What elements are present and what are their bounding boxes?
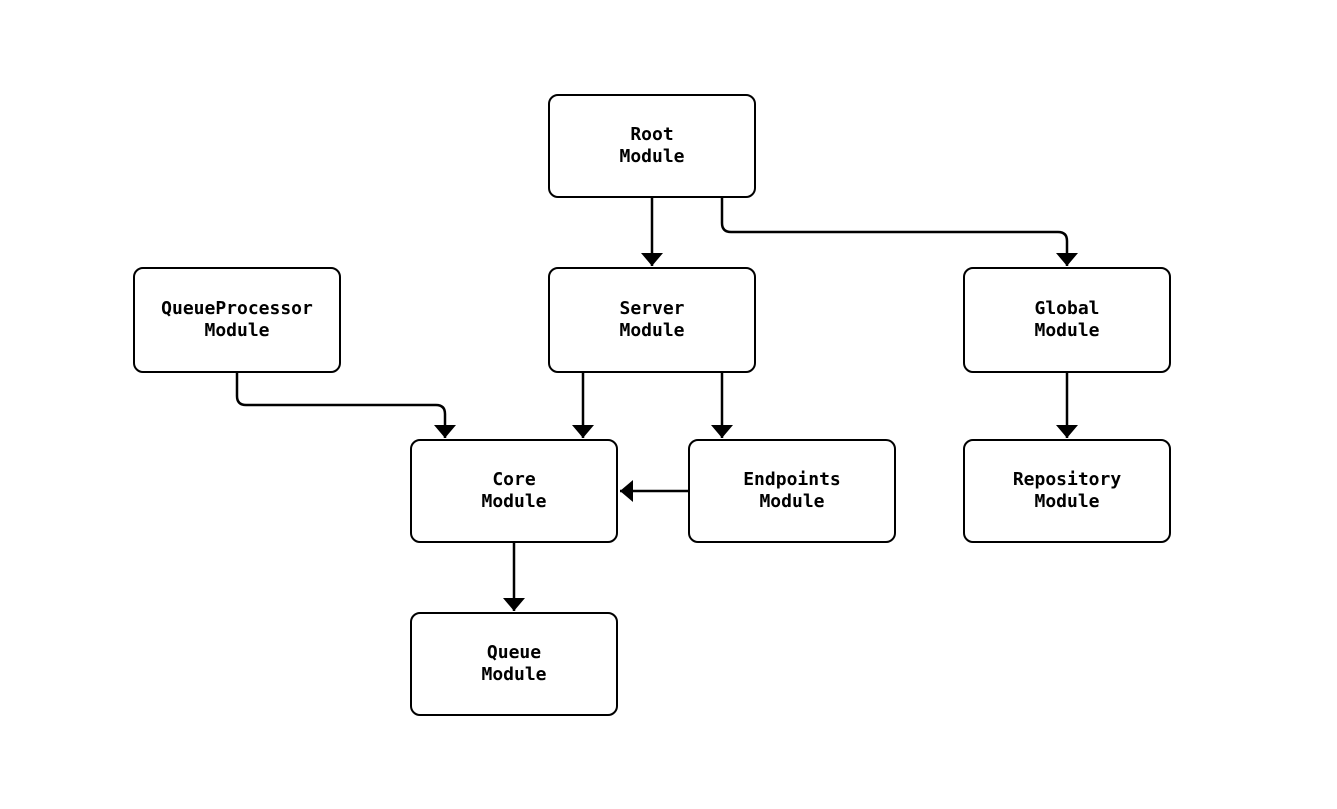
- node-repository-module: Repository Module: [963, 439, 1171, 543]
- edge-queueprocessor-to-core: [235, 373, 456, 438]
- node-queue-module: Queue Module: [410, 612, 618, 716]
- node-core-module: Core Module: [410, 439, 618, 543]
- edge-root-to-global: [720, 198, 1078, 266]
- node-global-module: Global Module: [963, 267, 1171, 373]
- node-root-module: Root Module: [548, 94, 756, 198]
- node-queueprocessor-module: QueueProcessor Module: [133, 267, 341, 373]
- node-endpoints-module: Endpoints Module: [688, 439, 896, 543]
- node-server-module: Server Module: [548, 267, 756, 373]
